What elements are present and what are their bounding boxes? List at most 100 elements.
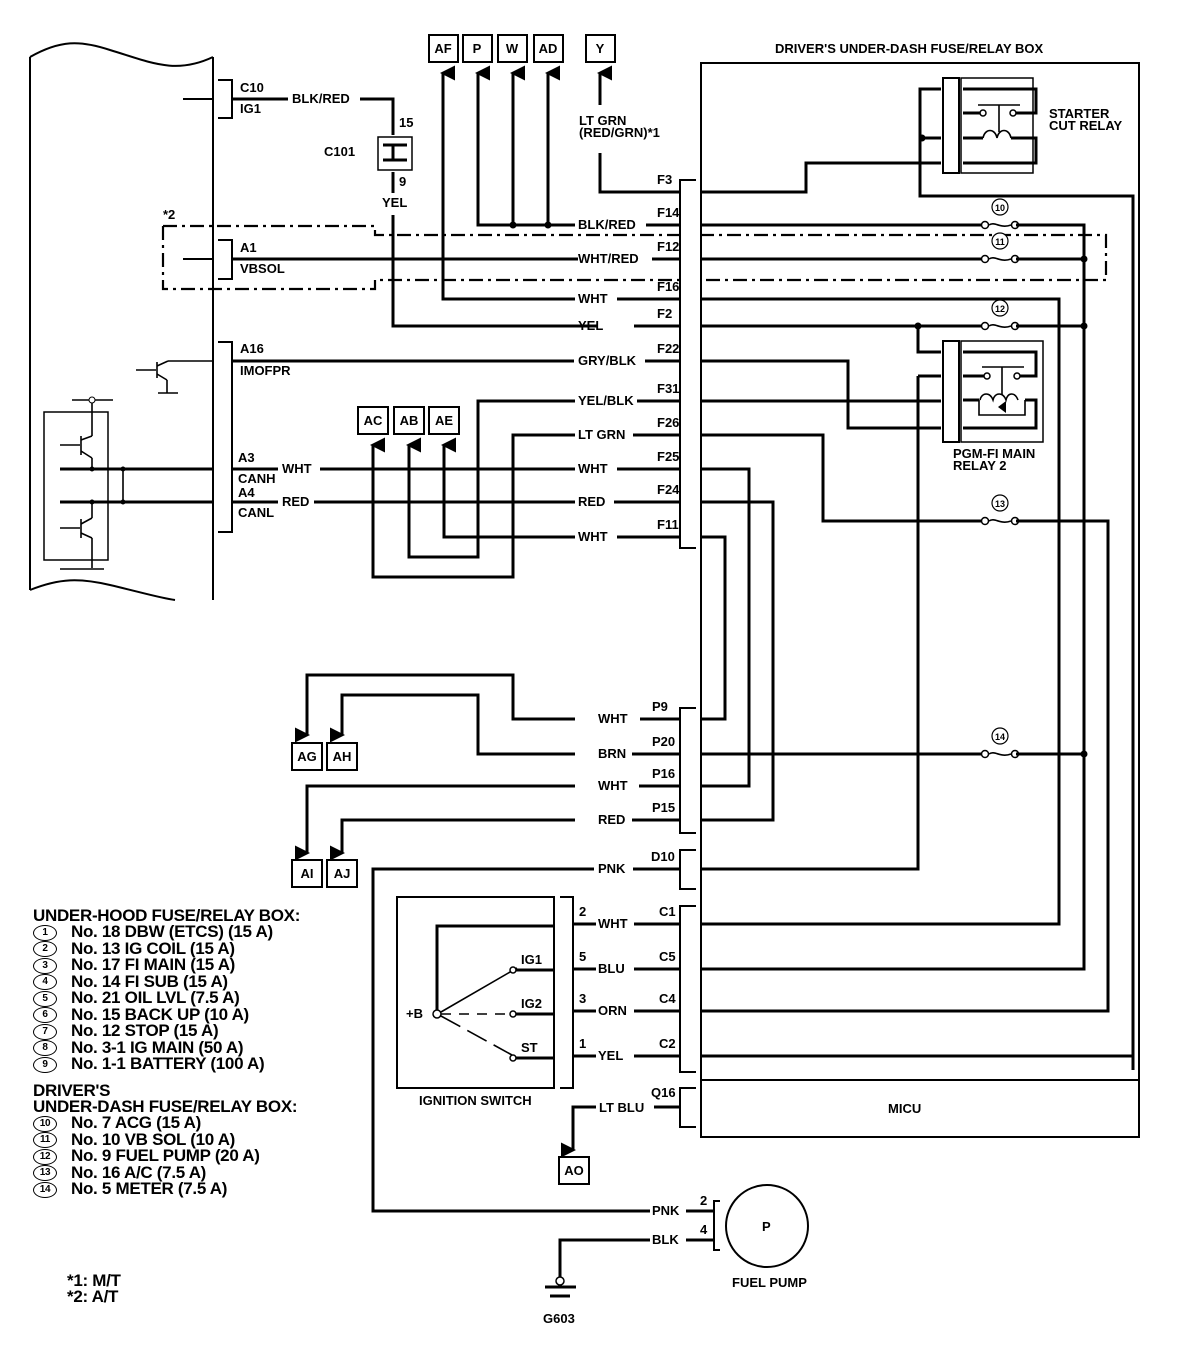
ecm-connector-a [218,341,233,533]
wire-label: YEL [578,318,603,333]
wire-label: RED [282,494,309,509]
note-at: *2: A/T [67,1287,119,1306]
pin-label: 2 [700,1193,707,1208]
fuse-icon: 11 [980,232,1020,264]
ref-aj: AJ [334,866,351,881]
ground-label: G603 [543,1311,575,1326]
pin-label: A4 [238,485,255,500]
wire-label: LT GRN [579,113,626,128]
legend-text: No. 5 METER (7.5 A) [71,1179,228,1199]
pin-label: C4 [659,991,676,1006]
fuse-number-icon: 9 [33,1056,57,1073]
switch-pin-label: 3 [579,991,586,1006]
wire-label: LT GRN [578,427,625,442]
connector-d [679,849,696,890]
fuse-number-icon: 8 [33,1040,57,1057]
wire-label: PNK [598,861,626,876]
wire-label: WHT [578,529,608,544]
pin-label: P15 [652,800,675,815]
legend-item: 11 No. 10 VB SOL (10 A) [33,1129,297,1149]
pin-label: C5 [659,949,676,964]
signal-label: VBSOL [240,261,285,276]
signal-label: IG1 [240,101,261,116]
legend-text: No. 1-1 BATTERY (100 A) [71,1054,265,1074]
relay-label: PGM-FI MAIN [953,446,1035,461]
pin-label: D10 [651,849,675,864]
mid-refs: AC AB AE [357,406,460,435]
legend-text: No. 10 VB SOL (10 A) [71,1129,236,1149]
fuse-number: 11 [995,237,1005,247]
connector-c [679,905,696,1073]
pin-label: F25 [657,449,679,464]
wire-label: WHT [598,711,628,726]
connector-p [679,707,696,834]
fuse-number: 10 [995,203,1005,213]
wire-label: BRN [598,746,626,761]
terminal-label: IG1 [521,952,542,967]
fuse-number-icon: 5 [33,990,57,1007]
fuse-number-icon: 14 [33,1181,57,1198]
fuse-number-icon: 3 [33,957,57,974]
fuse-icon: 13 [980,494,1020,526]
pin-label: P9 [652,699,668,714]
relay-label: RELAY 2 [953,458,1006,473]
ref-ai: AI [301,866,314,881]
c101-label: C101 [324,144,355,159]
micu-label: MICU [888,1101,921,1116]
fuse-icon: 12 [980,299,1020,331]
switch-pin-label: 5 [579,949,586,964]
signal-label: IMOFPR [240,363,291,378]
c101-pin-top: 15 [399,115,413,130]
can-transceiver [43,396,126,570]
ecm-connector-a1 [218,239,233,280]
svg-text:AO: AO [564,1163,584,1178]
pin-label: P16 [652,766,675,781]
legend-text: No. 18 DBW (ETCS) (15 A) [71,922,273,941]
fuse-number: 14 [995,732,1005,742]
fuse-number-icon: 11 [33,1132,57,1149]
fuse-number-icon: 6 [33,1007,57,1024]
pin-label: Q16 [651,1085,676,1100]
legend-item: 14 No. 5 METER (7.5 A) [33,1179,297,1199]
ref-ae: AE [435,413,453,428]
relay-label: STARTER [1049,106,1110,121]
fuse-number-icon: 10 [33,1115,57,1132]
legend-text: No. 17 FI MAIN (15 A) [71,955,236,975]
terminal-label: ST [521,1040,538,1055]
pin-label: A3 [238,450,255,465]
transistor-icon [136,360,213,394]
legend-text: No. 14 FI SUB (15 A) [71,971,228,991]
pin-label: F11 [657,517,679,532]
legend-notes: *1: M/T *2: A/T [67,1272,121,1306]
wire-label: WHT [578,291,608,306]
wire-label: YEL [598,1048,623,1063]
pin-label: F31 [657,381,679,396]
wire-label: BLK [652,1232,679,1247]
pin-label: C2 [659,1036,676,1051]
ref-ab: AB [400,413,419,428]
legend-title: DRIVER'S [33,1081,111,1100]
ref-af: AF [434,41,451,56]
wire-label: RED [578,494,605,509]
fuse-icon: 14 [980,727,1020,759]
wire-label: GRY/BLK [578,353,637,368]
legend-text: No. 16 A/C (7.5 A) [71,1162,207,1182]
ref-ao: AO [558,1156,590,1185]
fuse-number-icon: 12 [33,1148,57,1165]
wire-label: (RED/GRN)*1 [579,125,660,140]
wire-blk-red-c10 [232,97,680,328]
pin-label: F24 [657,482,680,497]
pin-label: C1 [659,904,676,919]
fuse-group: 10 11 12 13 14 [980,198,1020,759]
wire-label: LT BLU [599,1100,644,1115]
fuse-icon: 10 [980,198,1020,230]
fuse-number-icon: 7 [33,1023,57,1040]
pgm-fi-main-relay-2 [700,340,1044,871]
